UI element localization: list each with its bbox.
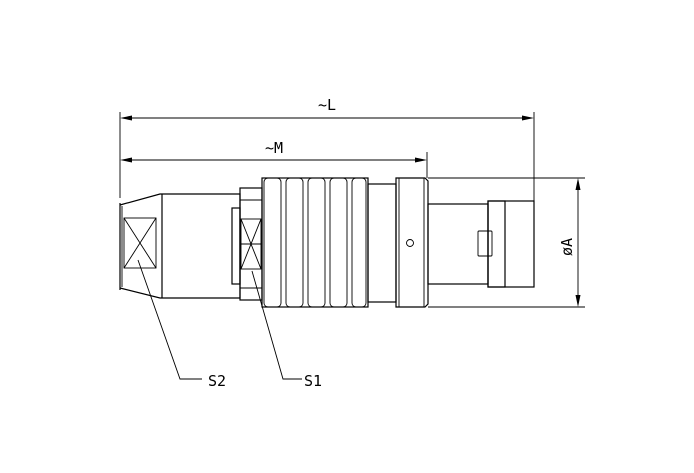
length-label: ~L	[318, 96, 336, 114]
callout-leaders	[137, 259, 302, 380]
hex-nut-s1	[231, 187, 263, 301]
locking-hole	[406, 239, 414, 247]
callout-s2: S2	[208, 372, 226, 390]
rear-nut-s2	[119, 193, 241, 299]
mid-length-label: ~M	[265, 139, 283, 157]
dimension-length-m: ~M	[120, 139, 428, 178]
front-insulator	[427, 200, 535, 288]
latch-sleeve	[367, 177, 429, 308]
callout-s1: S1	[304, 372, 322, 390]
diameter-label: øA	[558, 238, 576, 256]
grip-body	[261, 177, 369, 308]
dimension-length-l: ~L	[119, 96, 535, 205]
dimension-diameter-a: øA	[428, 177, 585, 308]
